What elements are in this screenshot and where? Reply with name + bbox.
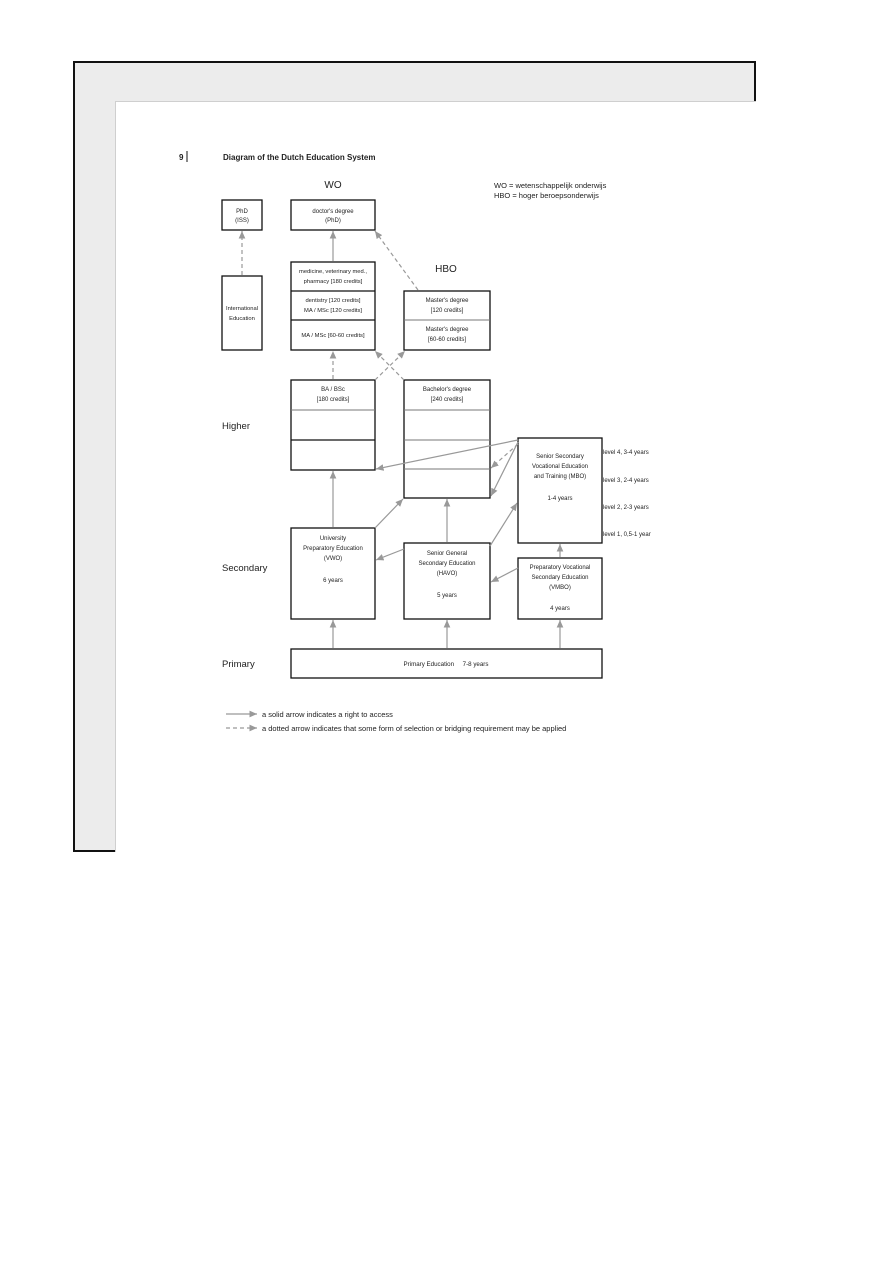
box-hbo-master1-line1: Master's degree xyxy=(426,298,469,304)
box-dentistry-line1: dentistry [120 credits] xyxy=(305,298,360,304)
legend-solid-text: a solid arrow indicates a right to acces… xyxy=(262,710,393,719)
level-primary: Primary xyxy=(222,659,255,670)
arrow-vmbo-havo xyxy=(490,567,519,583)
box-vmbo-line1: Preparatory Vocational xyxy=(530,565,591,571)
box-havo xyxy=(403,542,491,620)
box-ma-msc-line1: MA / MSc [60-60 credits] xyxy=(301,333,365,339)
column-hbo: HBO xyxy=(435,264,457,275)
arrow-mbo-bachelor xyxy=(490,441,519,497)
arrow-havo-mbo xyxy=(489,502,518,547)
box-doctor-line1: doctor's degree xyxy=(312,209,354,215)
mbo-level-3: level 3, 2-4 years xyxy=(603,478,649,484)
level-secondary: Secondary xyxy=(222,563,268,574)
box-havo-line2: Secondary Education xyxy=(418,561,475,567)
box-dentistry-line2: MA / MSc [120 credits] xyxy=(304,308,362,314)
mbo-level-1: level 1, 0,5-1 year xyxy=(603,532,651,538)
legend-dotted-text: a dotted arrow indicates that some form … xyxy=(262,724,566,733)
box-havo-line5: 5 years xyxy=(437,593,457,599)
box-bachelors-degree xyxy=(403,379,491,499)
box-havo-line1: Senior General xyxy=(427,551,467,557)
box-phd-iss-line2: (ISS) xyxy=(235,218,249,224)
box-wo-masters xyxy=(290,261,376,351)
arrow-mbo-ba xyxy=(375,439,519,471)
box-international-line1: International xyxy=(226,306,258,312)
box-doctors-degree xyxy=(290,199,376,231)
box-phd-iss xyxy=(221,199,263,231)
box-vmbo-line5: 4 years xyxy=(550,606,570,612)
arrow-ba-hbo-masters xyxy=(374,350,406,381)
box-mbo-line1: Senior Secondary xyxy=(536,454,584,460)
arrow-bachelor-wo-masters xyxy=(374,350,405,381)
box-hbo-master2-line2: [60-60 credits] xyxy=(428,337,466,343)
box-mbo-line3: and Training (MBO) xyxy=(534,474,586,480)
box-mbo xyxy=(517,437,603,544)
mbo-level-2: level 2, 2-3 years xyxy=(603,505,649,511)
abbrev-hbo: HBO = hoger beroepsonderwijs xyxy=(494,191,599,200)
box-medicine-line1: medicine, veterinary med., xyxy=(299,269,367,275)
box-havo-line3: (HAVO) xyxy=(437,571,458,577)
box-international-line2: Education xyxy=(229,316,255,322)
column-wo: WO xyxy=(324,180,341,191)
box-doctor-line2: (PhD) xyxy=(325,218,341,224)
box-phd-iss-line1: PhD xyxy=(236,209,248,215)
abbrev-wo: WO = wetenschappelijk onderwijs xyxy=(494,181,607,190)
box-hbo-master2-line1: Master's degree xyxy=(426,327,469,333)
box-vwo-line1: University xyxy=(320,536,346,542)
box-vmbo xyxy=(517,557,603,620)
box-international-education xyxy=(221,275,263,351)
box-vwo-line5: 6 years xyxy=(323,578,343,584)
box-ba-line1: BA / BSc xyxy=(321,387,345,393)
box-vwo xyxy=(290,527,376,620)
box-ba-bsc xyxy=(290,379,376,471)
level-higher: Higher xyxy=(222,421,250,432)
diagram-title: Diagram of the Dutch Education System xyxy=(223,153,375,162)
mbo-level-4: level 4, 3-4 years xyxy=(603,450,649,456)
box-hbo-master1-line2: [120 credits] xyxy=(431,308,464,314)
box-medicine-line2: pharmacy [180 credits] xyxy=(304,279,363,285)
box-primary-education xyxy=(290,648,603,679)
box-mbo-line5: 1-4 years xyxy=(547,496,572,502)
box-vmbo-line2: Secondary Education xyxy=(531,575,588,581)
box-bachelor-line1: Bachelor's degree xyxy=(423,387,472,393)
box-vmbo-line3: (VMBO) xyxy=(549,585,571,591)
box-vwo-line3: (VWO) xyxy=(324,556,342,562)
section-number: 9 xyxy=(179,153,184,162)
arrow-hbo-masters-doctor xyxy=(374,230,419,291)
box-primary-label: Primary Education 7-8 years xyxy=(404,661,489,668)
arrow-havo-vwo xyxy=(375,548,405,561)
box-bachelor-line2: [240 credits] xyxy=(431,397,464,403)
box-mbo-line2: Vocational Education xyxy=(532,464,588,470)
box-ba-line2: [180 credits] xyxy=(317,397,350,403)
arrow-vwo-bachelor xyxy=(374,498,404,529)
arrow-mbo-bachelor-dashed xyxy=(490,443,519,469)
box-vwo-line2: Preparatory Education xyxy=(303,546,363,552)
